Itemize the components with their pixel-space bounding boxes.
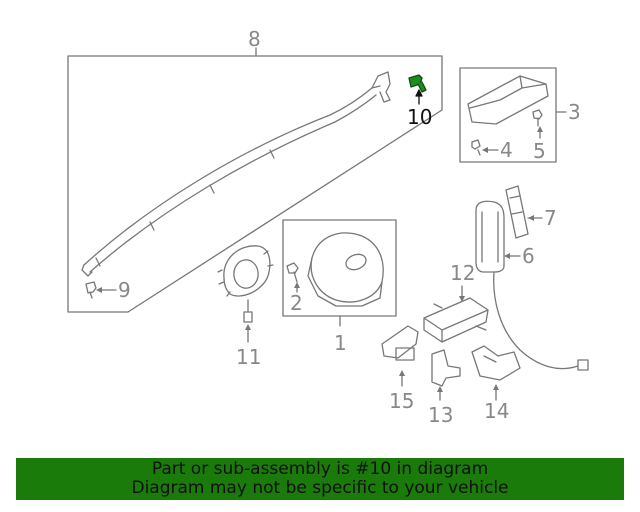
callout-6: 6: [522, 244, 535, 268]
parts-diagram: 8 10 3 4 5 7 6 9 2 12 1 11 15 13 14: [67, 27, 589, 427]
bolt-9: [85, 281, 97, 299]
curtain-airbag: [83, 85, 381, 266]
callout-9: 9: [118, 278, 131, 302]
bolt-10: [408, 74, 427, 105]
callout-14: 14: [484, 399, 509, 423]
group-8-frame: [67, 55, 443, 313]
curtain-airbag-bracket: [371, 71, 391, 103]
side-airbag-harness: [493, 271, 579, 370]
callout-11: 11: [236, 345, 261, 369]
airbag-module-ecu: [423, 285, 489, 343]
callout-13: 13: [428, 403, 453, 427]
info-banner: Part or sub-assembly is #10 in diagram D…: [16, 458, 624, 500]
curtain-airbag-group: [67, 47, 443, 313]
callout-15: 15: [389, 389, 414, 413]
passenger-airbag: [467, 75, 549, 125]
callout-8: 8: [248, 27, 261, 51]
banner-line-1: Part or sub-assembly is #10 in diagram: [151, 459, 489, 479]
side-airbag: [475, 200, 589, 371]
callout-3: 3: [568, 100, 581, 124]
callout-2: 2: [290, 291, 303, 315]
callout-4: 4: [500, 138, 513, 162]
banner-line-2: Diagram may not be specific to your vehi…: [131, 478, 509, 498]
callout-10: 10: [407, 105, 432, 129]
passenger-airbag-group: [459, 67, 567, 163]
impact-sensor-13: [431, 349, 461, 401]
callout-12: 12: [450, 261, 475, 285]
sensor-bracket-7: [505, 185, 543, 239]
impact-sensor-15: [381, 325, 419, 387]
bolt-5: [532, 109, 543, 127]
callout-7: 7: [544, 206, 557, 230]
clock-spring: [217, 245, 274, 343]
group-3-frame: [459, 67, 557, 163]
bracket-14: [471, 345, 521, 401]
bolt-4: [471, 139, 481, 156]
driver-airbag-group: [282, 219, 397, 327]
callout-5: 5: [533, 139, 546, 163]
bolt-2: [286, 262, 299, 283]
callout-1: 1: [334, 331, 347, 355]
